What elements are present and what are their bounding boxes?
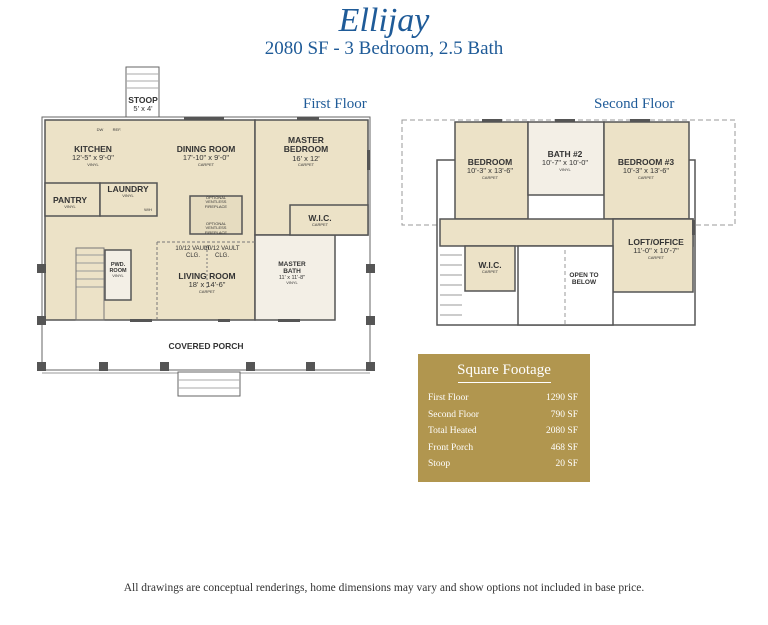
- plan-subtitle: 2080 SF - 3 Bedroom, 2.5 Bath: [264, 38, 504, 59]
- front-steps: [177, 371, 241, 397]
- fireplace-note-top: OPTIONAL VENTLESS FIREPLACE: [204, 195, 228, 209]
- square-footage-title: Square Footage: [457, 362, 551, 378]
- refrigerator-label: REF.: [112, 127, 122, 132]
- room-wic-2: W.I.C.CARPET: [478, 260, 502, 275]
- plan-title: Ellijay: [338, 2, 430, 39]
- wic-2-area: [464, 245, 516, 292]
- dishwasher-label: DW: [96, 127, 104, 132]
- fireplace-note-bottom: OPTIONAL VENTLESS FIREPLACE: [204, 221, 228, 235]
- water-heater-label: W/H: [144, 207, 152, 212]
- disclaimer: All drawings are conceptual renderings, …: [123, 582, 645, 594]
- room-master-wic: W.I.C.CARPET: [308, 213, 332, 228]
- pantry-area: [44, 182, 101, 217]
- room-covered-porch: COVERED PORCH: [168, 341, 244, 351]
- laundry-area: [99, 182, 158, 217]
- first-floor-label: First Floor: [303, 96, 367, 112]
- stoop-steps: [125, 66, 160, 118]
- second-floor-label: Second Floor: [594, 96, 675, 112]
- title-underline: [458, 382, 551, 383]
- room-open-to-below: OPEN TO BELOW: [569, 272, 599, 287]
- fireplace: [189, 195, 243, 235]
- wic-area: [289, 204, 369, 236]
- powder-room-area: [104, 249, 132, 301]
- loft-area: [612, 218, 694, 293]
